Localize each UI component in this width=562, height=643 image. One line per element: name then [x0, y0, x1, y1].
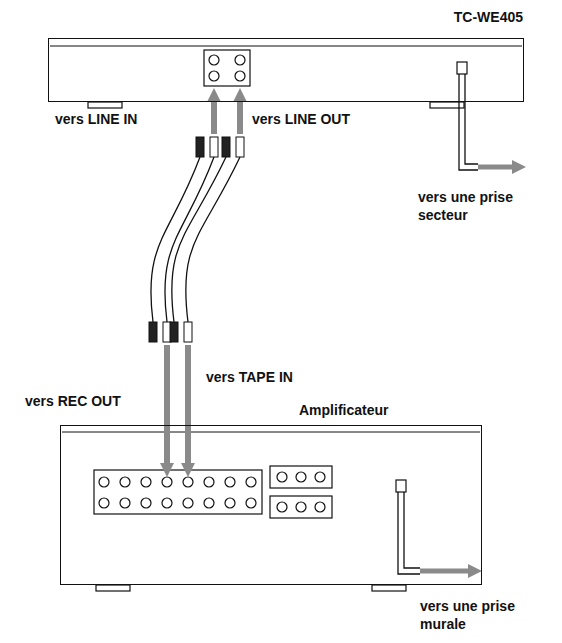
amp-jack: [162, 477, 172, 487]
amp-jack: [204, 498, 214, 508]
amp-foot: [96, 585, 130, 591]
amplifier: Amplificateur: [60, 425, 482, 585]
rca-plug: [170, 322, 178, 342]
amp-jack: [225, 477, 235, 487]
cable-wire: [172, 157, 226, 322]
power-arrow: [420, 569, 470, 574]
rca-plug: [184, 322, 192, 342]
deck-foot: [88, 102, 122, 108]
device-name: TC-WE405: [454, 9, 523, 25]
deck-power-socket: [457, 62, 467, 74]
connection-label: vers une prise secteur: [418, 188, 543, 224]
amp-jack: [183, 498, 193, 508]
rca-plug: [149, 322, 157, 342]
speaker-terminal: [315, 472, 325, 482]
deck-jack: [235, 71, 245, 81]
deck-power-cord: [459, 74, 478, 170]
device-name: Amplificateur: [299, 402, 388, 418]
amp-jack: [246, 498, 256, 508]
speaker-terminal: [296, 502, 306, 512]
cassette-deck: TC-WE405: [48, 38, 524, 102]
audio-cable: [170, 100, 244, 465]
rca-plug: [210, 137, 218, 157]
amp-speaker-terminal: [270, 496, 332, 518]
amp-terminals: [277, 472, 325, 512]
connection-arrow: [164, 345, 170, 465]
deck-jack: [209, 55, 219, 65]
speaker-terminal: [296, 472, 306, 482]
power-arrow: [478, 165, 514, 170]
amp-jack: [120, 477, 130, 487]
connection-label: vers LINE OUT: [252, 110, 350, 128]
amp-power-cord: [398, 492, 420, 574]
speaker-terminal: [277, 502, 287, 512]
cable-wire: [151, 157, 200, 322]
amp-foot: [372, 585, 406, 591]
deck-top-edge: [50, 46, 522, 47]
connection-arrow: [185, 345, 191, 465]
amp-jack: [99, 477, 109, 487]
amp-jack: [162, 498, 172, 508]
connection-label: vers REC OUT: [25, 392, 121, 410]
connection-label: vers une prise murale: [420, 597, 555, 633]
amp-jack: [120, 498, 130, 508]
deck-jack-panel: [204, 50, 250, 86]
amp-power-socket: [396, 480, 406, 492]
amp-jack: [141, 498, 151, 508]
amp-jack: [246, 477, 256, 487]
speaker-terminal: [315, 502, 325, 512]
amp-jack: [183, 477, 193, 487]
connection-label: vers TAPE IN: [206, 368, 293, 386]
connection-arrow: [237, 100, 243, 134]
amp-jack-panel: [94, 470, 262, 514]
amp-jack: [225, 498, 235, 508]
rca-plug: [196, 137, 204, 157]
connection-label: vers LINE IN: [55, 110, 137, 128]
deck-jack: [235, 55, 245, 65]
deck-jack: [209, 71, 219, 81]
amp-jack: [141, 477, 151, 487]
amp-jacks: [99, 477, 256, 508]
connection-arrow: [211, 100, 217, 134]
amp-jack: [204, 477, 214, 487]
amp-speaker-terminal: [270, 466, 332, 488]
rca-plug: [236, 137, 244, 157]
speaker-terminal: [277, 472, 287, 482]
audio-cable: [149, 100, 218, 465]
amp-top-edge: [62, 432, 480, 433]
amp-jack: [99, 498, 109, 508]
rca-plug: [222, 137, 230, 157]
